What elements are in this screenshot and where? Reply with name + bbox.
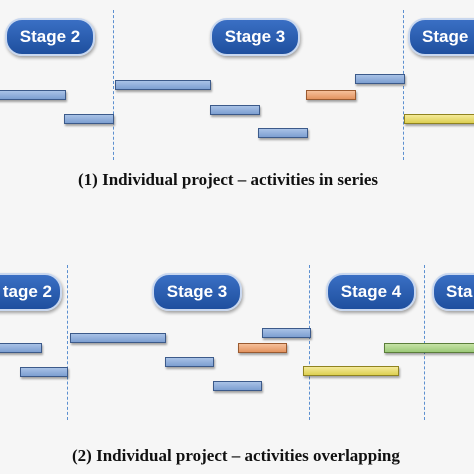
stage-divider	[424, 265, 425, 420]
activity-bar	[70, 333, 166, 343]
stage-divider	[403, 10, 404, 160]
stage-divider	[67, 265, 68, 420]
activity-bar	[213, 381, 262, 391]
stage-3-label: Stage 3	[152, 273, 242, 311]
stage-5-label: Sta	[432, 273, 474, 311]
activity-bar	[0, 90, 66, 100]
activity-bar	[262, 328, 311, 338]
panel-1-caption: (1) Individual project – activities in s…	[78, 170, 378, 189]
activity-bar	[303, 366, 399, 376]
activity-bar	[0, 343, 42, 353]
stage-4-label: Stage 4	[326, 273, 416, 311]
activity-bar	[258, 128, 308, 138]
stage-2-label: tage 2	[0, 273, 62, 311]
activity-bar	[20, 367, 68, 377]
activity-bar	[165, 357, 214, 367]
stage-4-label: Stage	[408, 18, 474, 56]
activity-bar	[210, 105, 260, 115]
activity-bar	[404, 114, 474, 124]
stage-2-label: Stage 2	[5, 18, 95, 56]
activity-bar	[115, 80, 211, 90]
panel-2-caption: (2) Individual project – activities over…	[72, 446, 400, 465]
stage-divider	[113, 10, 114, 160]
activity-bar	[355, 74, 405, 84]
activity-bar	[238, 343, 287, 353]
activity-bar	[64, 114, 114, 124]
stage-3-label: Stage 3	[210, 18, 300, 56]
activity-bar	[306, 90, 356, 100]
stage-divider	[309, 265, 310, 420]
activity-bar	[384, 343, 474, 353]
